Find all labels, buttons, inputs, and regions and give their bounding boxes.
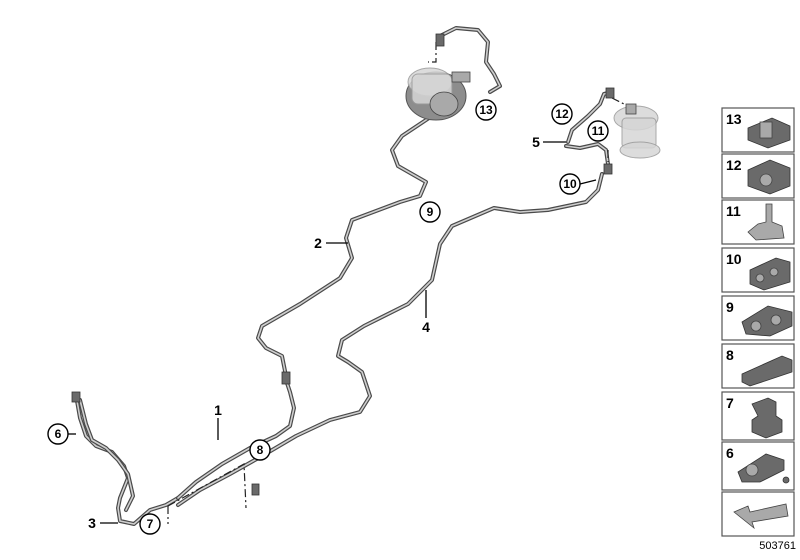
svg-text:7: 7 bbox=[726, 395, 734, 411]
callout-10: 10 bbox=[559, 173, 597, 195]
legend-item-12: 12 bbox=[721, 153, 795, 199]
svg-text:7: 7 bbox=[147, 517, 154, 531]
legend-item-10: 10 bbox=[721, 247, 795, 293]
svg-text:12: 12 bbox=[726, 157, 742, 173]
svg-text:12: 12 bbox=[555, 107, 569, 121]
legend-item-13: 13 bbox=[721, 107, 795, 153]
svg-text:13: 13 bbox=[726, 111, 742, 127]
label-4: 4 bbox=[422, 290, 430, 335]
connector-icon bbox=[251, 483, 260, 496]
svg-text:9: 9 bbox=[427, 205, 434, 219]
svg-text:4: 4 bbox=[422, 319, 430, 335]
fuel-line-1 bbox=[176, 378, 296, 500]
clip-11-icon bbox=[747, 203, 785, 241]
legend-item-6: 6 bbox=[721, 441, 795, 491]
fuel-pump-icon bbox=[613, 103, 661, 159]
callout-13: 13 bbox=[475, 99, 497, 121]
fuel-line-2 bbox=[256, 26, 502, 378]
svg-text:13: 13 bbox=[479, 103, 493, 117]
label-5: 5 bbox=[532, 134, 566, 150]
svg-text:6: 6 bbox=[55, 427, 62, 441]
pipe-connectors bbox=[71, 33, 615, 496]
svg-text:10: 10 bbox=[563, 177, 577, 191]
label-3: 3 bbox=[88, 515, 118, 531]
svg-text:11: 11 bbox=[592, 124, 605, 138]
connector-icon bbox=[605, 87, 615, 99]
legend-item-11: 11 bbox=[721, 199, 795, 245]
fuel-line-4 bbox=[176, 172, 604, 507]
callout-6: 6 bbox=[47, 423, 76, 445]
connector-icon bbox=[603, 163, 613, 175]
svg-text:11: 11 bbox=[726, 203, 741, 219]
legend-item-arrow bbox=[721, 491, 795, 537]
parts-legend: 13 12 11 10 9 bbox=[721, 107, 795, 537]
connection-lines bbox=[167, 42, 625, 524]
connector-icon bbox=[71, 391, 81, 403]
svg-text:8: 8 bbox=[257, 443, 264, 457]
fuel-line-3 bbox=[74, 393, 180, 526]
clip-8-icon bbox=[741, 355, 793, 387]
callout-9: 9 bbox=[419, 201, 441, 223]
document-number: 503761 bbox=[759, 540, 796, 552]
label-1: 1 bbox=[214, 402, 222, 440]
fuel-line-5 bbox=[564, 90, 614, 166]
fuel-filter-icon bbox=[405, 67, 471, 121]
callout-11: 11 bbox=[587, 120, 609, 142]
svg-text:5: 5 bbox=[532, 134, 540, 150]
svg-text:10: 10 bbox=[726, 251, 742, 267]
svg-text:9: 9 bbox=[726, 299, 734, 315]
legend-item-9: 9 bbox=[721, 295, 795, 341]
svg-text:6: 6 bbox=[726, 445, 734, 461]
clip-7-icon bbox=[751, 397, 783, 439]
svg-text:1: 1 bbox=[214, 402, 222, 418]
legend-item-7: 7 bbox=[721, 391, 795, 441]
callout-12: 12 bbox=[551, 103, 573, 125]
connector-icon bbox=[435, 33, 445, 47]
svg-text:2: 2 bbox=[314, 235, 322, 251]
svg-text:8: 8 bbox=[726, 347, 734, 363]
connector-icon bbox=[281, 371, 291, 385]
svg-text:3: 3 bbox=[88, 515, 96, 531]
legend-item-8: 8 bbox=[721, 343, 795, 389]
callout-8: 8 bbox=[249, 439, 271, 461]
arrow-icon bbox=[733, 503, 789, 530]
label-2: 2 bbox=[314, 235, 348, 251]
callout-7: 7 bbox=[139, 513, 161, 535]
